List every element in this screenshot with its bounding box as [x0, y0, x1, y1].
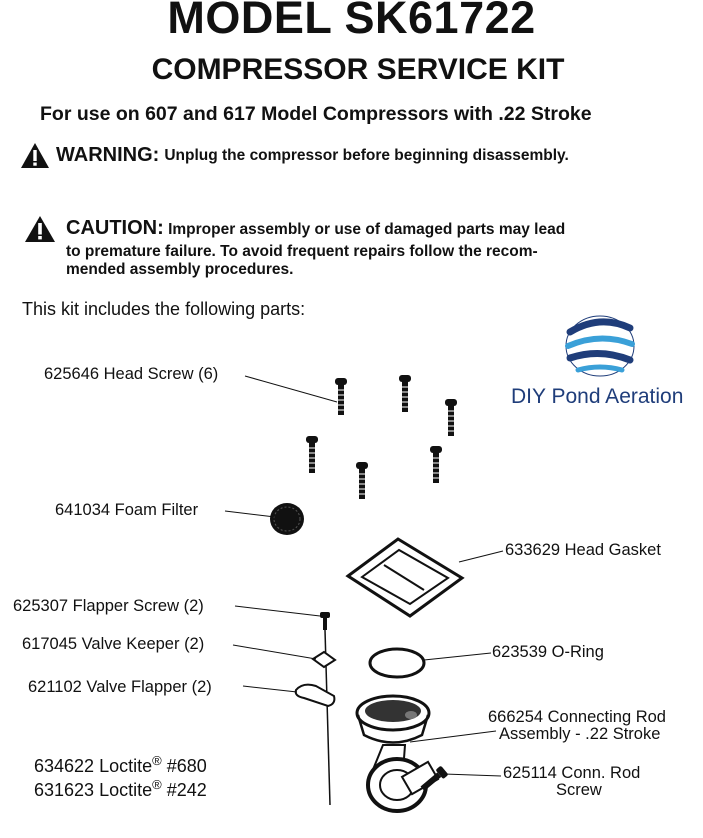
page-subtitle: COMPRESSOR SERVICE KIT: [151, 53, 565, 86]
caution-notice: CAUTION: Improper assembly or use of dam…: [66, 217, 566, 239]
o-ring-drawing: [368, 647, 426, 679]
globe-logo-icon: [565, 315, 635, 377]
label-connecting-rod-line-2: Assembly - .22 Stroke: [499, 725, 661, 743]
label-connecting-rod-line-1: 666254 Connecting Rod: [488, 708, 666, 726]
label-foam-filter: 641034 Foam Filter: [55, 501, 199, 519]
page-title: MODEL SK61722: [167, 0, 536, 43]
logo-text: DIY Pond Aeration: [511, 385, 684, 408]
label-valve-flapper: 621102 Valve Flapper (2): [28, 678, 212, 696]
caution-triangle-icon: [25, 216, 55, 242]
foam-filter-drawing: [270, 503, 304, 535]
loctite-242: 631623 Loctite® #242: [34, 774, 207, 801]
label-conn-rod-screw-line-1: 625114 Conn. Rod: [503, 764, 641, 782]
flapper-screw-drawing: [320, 612, 331, 806]
valve-flapper-drawing: [294, 683, 336, 708]
warning-label: WARNING:: [56, 144, 160, 166]
loctite-680-number: 634622 Loctite: [34, 756, 153, 776]
loctite-242-number: 631623 Loctite: [34, 780, 153, 800]
caution-continuation: to premature failure. To avoid frequent …: [66, 243, 538, 279]
registered-mark: ®: [152, 777, 162, 792]
registered-mark: ®: [152, 753, 162, 768]
label-head-gasket: 633629 Head Gasket: [505, 541, 661, 559]
parts-intro: This kit includes the following parts:: [22, 299, 306, 319]
label-o-ring: 623539 O-Ring: [492, 643, 604, 661]
caution-label: CAUTION:: [66, 217, 164, 239]
loctite-242-grade: #242: [166, 780, 207, 800]
label-conn-rod-screw-line-2: Screw: [556, 781, 602, 799]
caution-line-1: Improper assembly or use of damaged part…: [168, 221, 566, 238]
label-head-screw: 625646 Head Screw (6): [44, 365, 219, 383]
connecting-rod-drawing: [355, 694, 440, 813]
label-valve-keeper: 617045 Valve Keeper (2): [22, 635, 205, 653]
loctite-680: 634622 Loctite® #680: [34, 750, 207, 777]
usage-note: For use on 607 and 617 Model Compressors…: [40, 103, 592, 125]
warning-triangle-icon: [21, 143, 49, 168]
warning-text: Unplug the compressor before beginning d…: [164, 146, 569, 164]
caution-line-2: to premature failure. To avoid frequent …: [66, 243, 538, 260]
head-screw-drawing: [305, 374, 458, 500]
warning-notice: WARNING: Unplug the compressor before be…: [20, 142, 569, 169]
head-gasket-drawing: [345, 537, 465, 618]
leader-lines: [224, 375, 504, 777]
label-flapper-screw: 625307 Flapper Screw (2): [13, 597, 204, 615]
conn-rod-screw-drawing: [420, 766, 448, 792]
caution-line-3: mended assembly procedures.: [66, 261, 294, 278]
valve-keeper-drawing: [311, 650, 337, 669]
loctite-680-grade: #680: [166, 756, 207, 776]
